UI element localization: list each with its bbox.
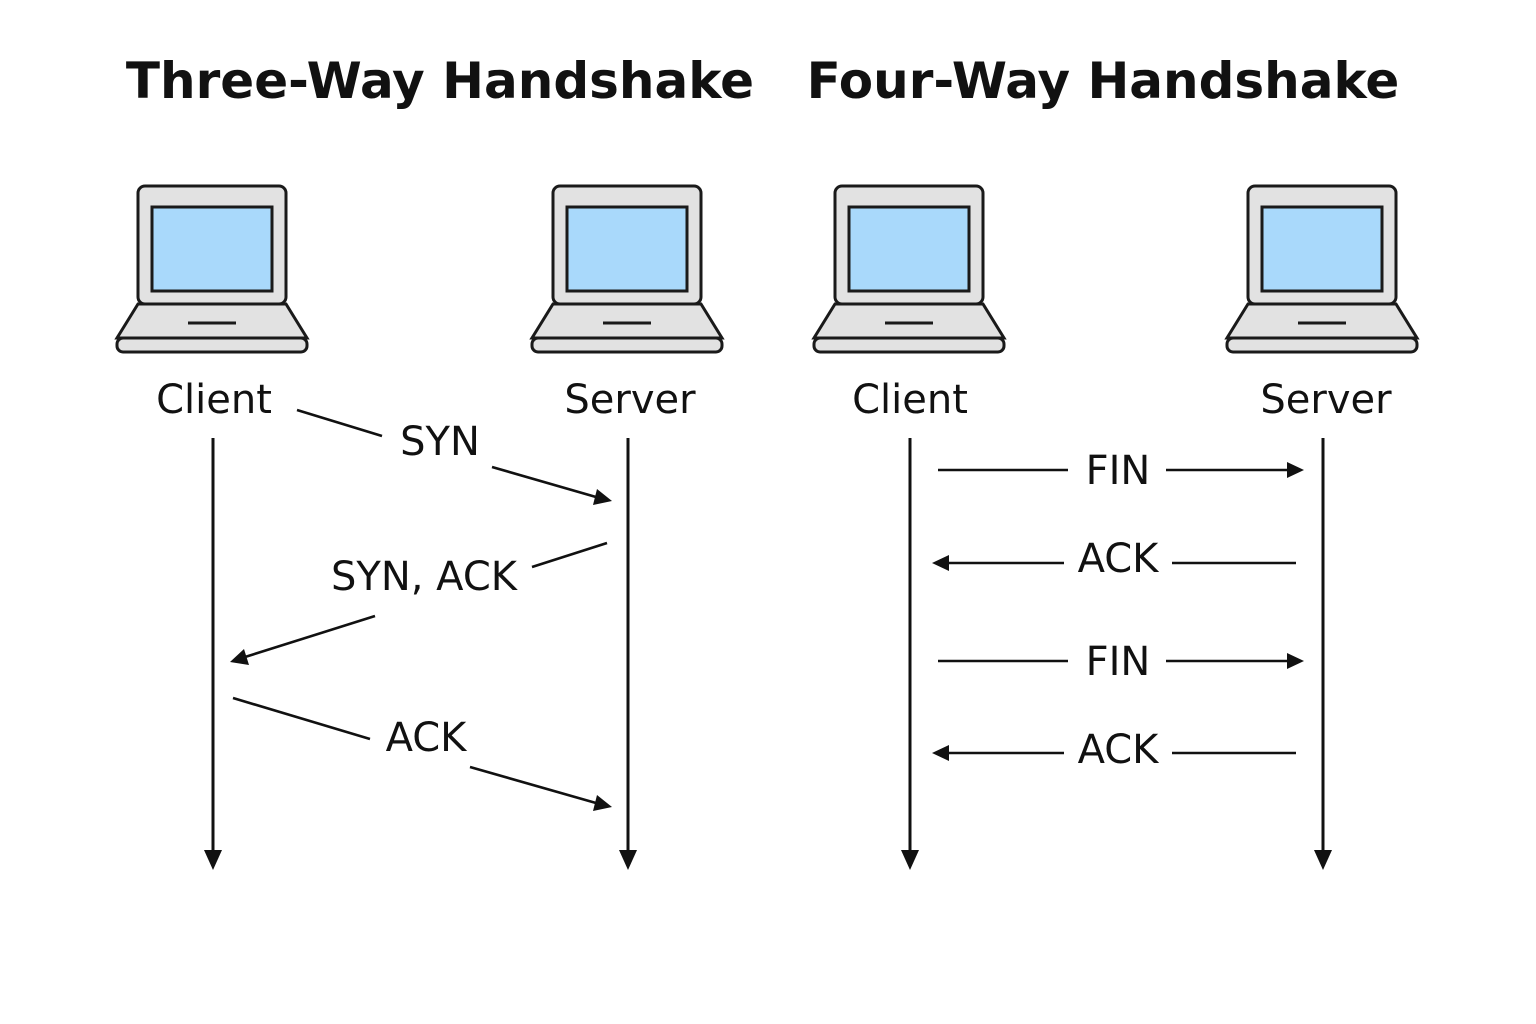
four-way-client-lifeline: [901, 438, 919, 870]
four-way-server-lifeline: [1314, 438, 1332, 870]
three-way-client-lifeline: [204, 438, 222, 870]
three-way-message-3: ACK: [232, 696, 612, 811]
four-way-message-2: ACK: [932, 536, 1296, 582]
four-way-message-4: ACK: [932, 727, 1296, 773]
four-way-server-label: Server: [1260, 377, 1392, 423]
three-way-client-label: Client: [156, 377, 272, 423]
three-way-server-laptop-icon: [529, 184, 725, 354]
ack-label-2: ACK: [1078, 727, 1161, 773]
fin-label-1: FIN: [1086, 448, 1151, 494]
syn-ack-label: SYN, ACK: [331, 554, 519, 600]
three-way-server-lifeline: [619, 438, 637, 870]
four-way-client-label: Client: [852, 377, 968, 423]
four-way-server-laptop-icon: [1224, 184, 1420, 354]
four-way-message-1: FIN: [938, 448, 1304, 494]
three-way-server-label: Server: [564, 377, 696, 423]
fin-label-2: FIN: [1086, 639, 1151, 685]
syn-label: SYN: [400, 419, 480, 465]
four-way-client-laptop-icon: [811, 184, 1007, 354]
three-way-message-2: SYN, ACK: [230, 541, 608, 665]
ack-label: ACK: [386, 715, 469, 761]
three-way-title: Three-Way Handshake: [126, 52, 754, 110]
three-way-message-1: SYN: [296, 408, 612, 505]
four-way-title: Four-Way Handshake: [807, 52, 1400, 110]
three-way-client-laptop-icon: [114, 184, 310, 354]
ack-label-1: ACK: [1078, 536, 1161, 582]
four-way-message-3: FIN: [938, 639, 1304, 685]
